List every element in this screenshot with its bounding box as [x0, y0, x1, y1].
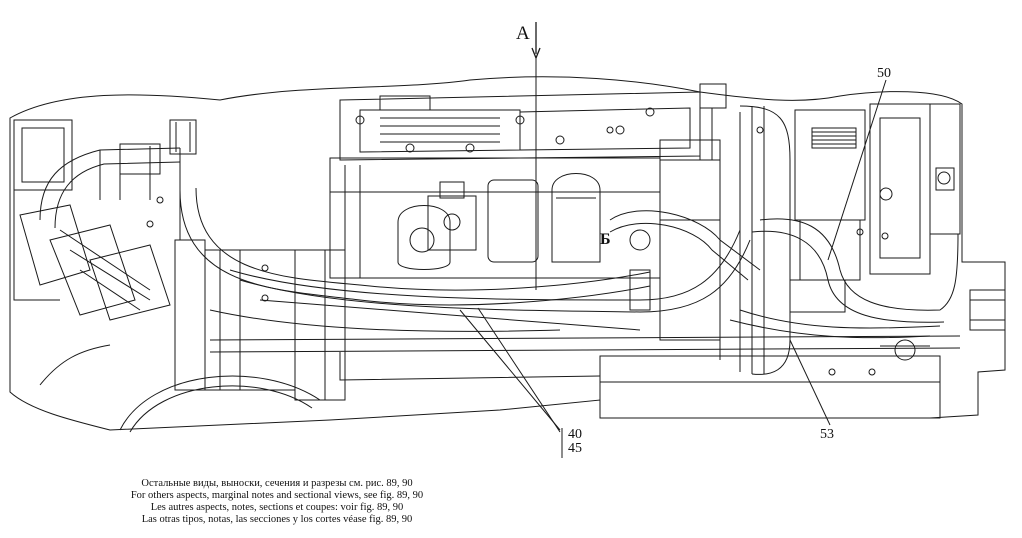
injection-pump: [427, 195, 477, 251]
fuel-pipe: [179, 189, 651, 306]
output-shaft: [969, 289, 1006, 331]
leader-50: [827, 79, 887, 261]
slanted-coupling: [19, 204, 91, 286]
note-line: Las otras tipos, notas, las secciones y …: [141, 514, 413, 525]
air-duct: [39, 147, 181, 221]
engine-block: [329, 157, 661, 279]
filter-right: [551, 173, 601, 263]
note-line: Остальные виды, выноски, сечения и разре…: [141, 478, 413, 489]
section-b-label: Б: [600, 231, 611, 248]
leader-40: [459, 309, 561, 431]
flywheel-housing: [174, 239, 206, 391]
left-block: [13, 119, 73, 191]
cross-reference-notes: Остальные виды, выноски, сечения и разре…: [112, 478, 442, 526]
fuel-filter: [397, 205, 451, 270]
pulley: [739, 105, 791, 375]
view-a-label: А: [516, 23, 530, 44]
frame-rail: [209, 335, 961, 341]
hose-fitting: [609, 210, 761, 271]
callout-53: 53: [820, 427, 834, 442]
coolant-hose: [759, 218, 959, 311]
callout-50: 50: [877, 66, 891, 81]
filter-left: [487, 179, 539, 263]
leader-53: [789, 339, 831, 426]
note-line: For others aspects, marginal notes and s…: [130, 490, 424, 501]
note-line: Les autres aspects, notes, sections et c…: [150, 502, 404, 513]
right-bracket: [869, 103, 931, 275]
callout-45: 45: [568, 441, 582, 456]
callout-40: 40: [568, 427, 582, 442]
radiator-mount: [794, 109, 866, 221]
bottom-arc: [119, 375, 321, 431]
